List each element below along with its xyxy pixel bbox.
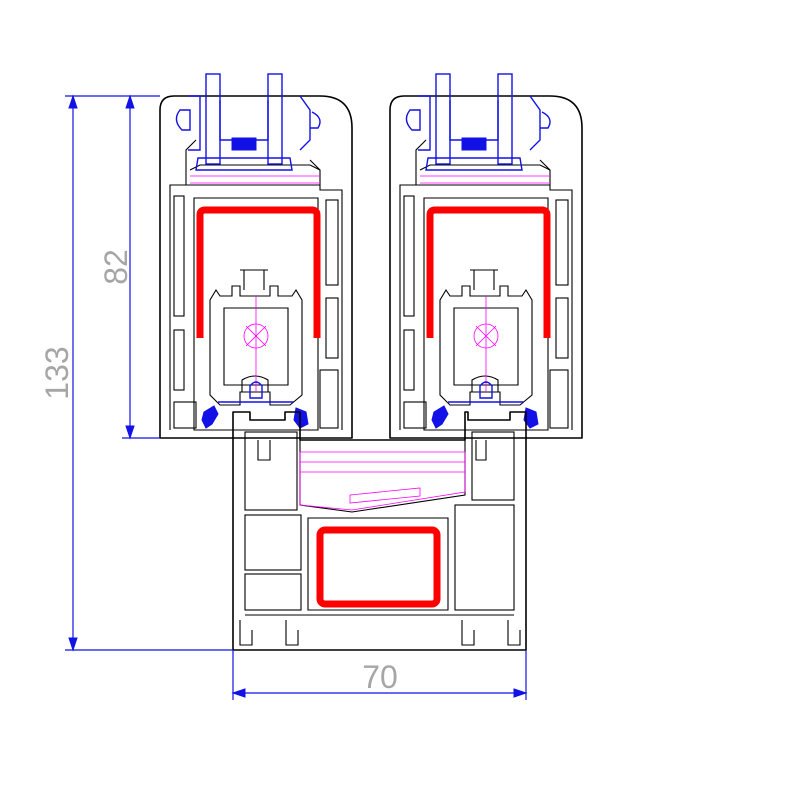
dimension-sash-height-label: 82 — [98, 249, 134, 285]
dimension-width-label: 70 — [362, 659, 398, 695]
sash-left — [160, 74, 352, 438]
sash-right — [390, 74, 582, 438]
dimension-lines — [65, 94, 528, 700]
frame-profile — [232, 411, 527, 651]
dimension-total-height-label: 133 — [39, 346, 75, 399]
